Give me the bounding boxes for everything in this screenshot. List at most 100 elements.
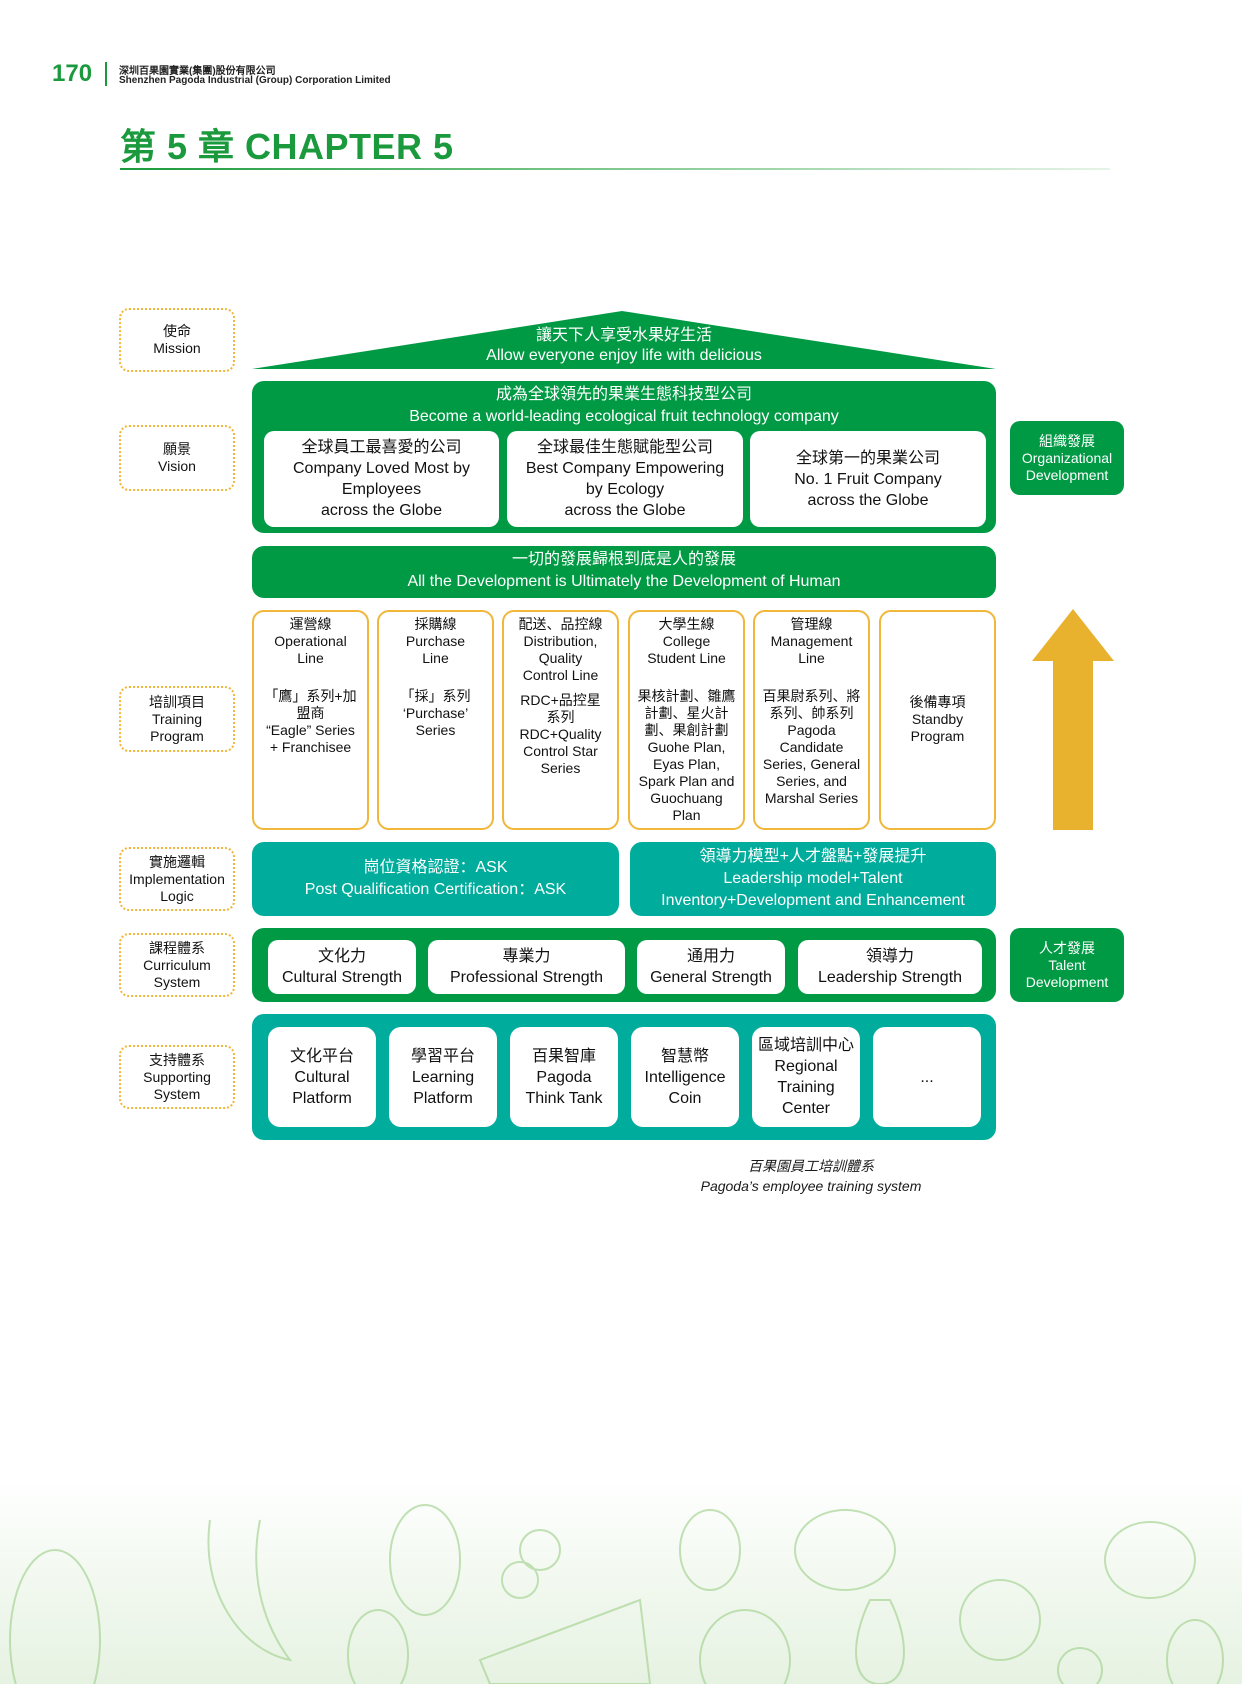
implementation-left-en: Post Qualification Certification：ASK — [304, 881, 567, 898]
program-detail: 「採」系列‘Purchase’Series — [379, 688, 492, 739]
caption-en-text: Pagoda’s employee training system — [700, 1178, 922, 1194]
program-detail-text: Pagoda — [787, 722, 836, 738]
supporting-card-en2: Platform — [292, 1089, 352, 1107]
curriculum-cn: 通用力 — [686, 948, 735, 965]
tag-org-en1: Organizational — [1021, 449, 1113, 466]
lemon-icon — [389, 1504, 461, 1616]
label-implementation-cn: 實施邏輯 — [149, 853, 205, 870]
plum-icon — [959, 1579, 1041, 1661]
program-line-text: 大學生線 — [658, 616, 715, 632]
supporting-card-en2: Think Tank — [525, 1089, 603, 1107]
label-mission-cn: 使命 — [163, 323, 191, 339]
fruit-background-decoration — [0, 1480, 1242, 1684]
program-detail-text: Program — [910, 728, 965, 744]
program-detail-text: + Franchisee — [269, 739, 352, 755]
label-implementation-logic: 實施邏輯 Implementation Logic — [119, 847, 235, 911]
mission-en: Allow everyone enjoy life with delicious — [486, 347, 762, 364]
curriculum-cn: 文化力 — [317, 948, 366, 965]
supporting-card-cn: 區域培訓中心 — [757, 1037, 854, 1054]
vision-card-en1: No. 1 Fruit Company — [794, 470, 942, 488]
program-line-text: Management — [770, 633, 853, 649]
curriculum-cn: 領導力 — [865, 948, 914, 965]
up-arrow-icon — [1032, 609, 1114, 830]
vision-card: 全球最佳生態賦能型公司 Best Company Empowering by E… — [507, 431, 743, 527]
label-mission-en: Mission — [153, 340, 201, 356]
strawberry-icon — [679, 1509, 741, 1591]
program-detail-text: “Eagle” Series — [266, 722, 355, 738]
program-line-text: Line — [422, 650, 449, 666]
supporting-card-en2: Coin — [668, 1089, 702, 1107]
vision-card-cn: 全球員工最喜愛的公司 — [301, 439, 462, 456]
program-detail-text: Series, and — [776, 773, 847, 789]
label-supporting-en2: System — [153, 1085, 201, 1102]
banana-icon — [207, 1519, 293, 1662]
supporting-card: ... — [873, 1027, 981, 1127]
curriculum-en: Professional Strength — [450, 969, 603, 986]
program-detail: 「鷹」系列+加盟商“Eagle” Series+ Franchisee — [254, 688, 367, 756]
label-vision: 願景 Vision — [119, 425, 235, 491]
program-line-text: Purchase — [405, 633, 466, 649]
pineapple-icon — [9, 1549, 101, 1684]
label-curriculum-en2: System — [153, 973, 201, 990]
apricot-icon — [1166, 1619, 1224, 1684]
curriculum-en: General Strength — [650, 969, 772, 986]
curriculum-card: 領導力 Leadership Strength — [798, 940, 982, 994]
program-detail-text: Control Star — [523, 743, 598, 759]
supporting-card-cn: 智慧幣 — [660, 1047, 709, 1065]
supporting-card-en2: Training — [777, 1079, 835, 1096]
human-development-banner: 一切的發展歸根到底是人的發展 All the Development is Ul… — [252, 546, 996, 598]
curriculum-en: Cultural Strength — [281, 969, 403, 986]
program-line-text: College — [662, 633, 711, 649]
supporting-card-en2: Platform — [413, 1089, 473, 1107]
label-training-en2: Program — [150, 727, 204, 744]
program-line-text: 採購線 — [414, 616, 457, 632]
tag-talent-development: 人才發展 Talent Development — [1010, 928, 1124, 1002]
program-detail-text: Candidate — [779, 739, 844, 755]
label-training-program: 培訓項目 Training Program — [119, 686, 235, 752]
program-line-text: 運營線 — [289, 616, 332, 632]
figure-caption-en: Pagoda’s employee training system — [0, 1178, 1242, 1194]
vision-card-en2: Employees — [341, 481, 422, 498]
label-training-cn: 培訓項目 — [149, 693, 205, 710]
supporting-card-en1: Pagoda — [536, 1068, 592, 1086]
program-detail-text: Standby — [911, 711, 964, 727]
program-line-text: Operational — [274, 633, 347, 649]
program-line-text: 配送、品控線 — [518, 616, 603, 632]
supporting-card-en1: Intelligence — [644, 1068, 726, 1086]
program-detail-text: 盟商 — [296, 705, 325, 721]
program-detail-text: Series — [540, 760, 581, 776]
label-curriculum-system: 課程體系 Curriculum System — [119, 933, 235, 997]
supporting-card-en3: Center — [781, 1100, 831, 1117]
implementation-right-cn: 領導力模型+人才盤點+發展提升 — [699, 848, 927, 865]
supporting-card-en1: Cultural — [294, 1068, 350, 1086]
citrus-icon — [794, 1509, 896, 1591]
human-dev-cn: 一切的發展歸根到底是人的發展 — [511, 551, 736, 568]
human-dev-en: All the Development is Ultimately the De… — [407, 573, 841, 590]
implementation-right-en1: Leadership model+Talent — [723, 870, 903, 887]
program-line-text: Line — [798, 650, 825, 666]
cherry-icon — [1057, 1647, 1103, 1684]
label-mission: 使命 Mission — [119, 308, 235, 372]
mission-cn: 讓天下人享受水果好生活 — [535, 327, 712, 344]
label-implementation-en1: Implementation — [129, 870, 225, 887]
program-detail-text: 「鷹」系列+加 — [264, 688, 357, 704]
kiwi-icon — [1104, 1521, 1196, 1599]
supporting-block — [252, 1014, 996, 1140]
program-detail-text: 百果尉系列、將 — [762, 688, 861, 704]
implementation-ask-block: 崗位資格認證：ASK Post Qualification Certificat… — [252, 842, 619, 916]
label-curriculum-cn: 課程體系 — [149, 939, 205, 956]
program-detail-text: Marshal Series — [764, 790, 859, 806]
supporting-card-en1: Learning — [411, 1068, 475, 1086]
program-detail-text: RDC+Quality — [519, 726, 602, 742]
tag-talent-en1: Talent — [1048, 956, 1086, 973]
vision-card-en3: across the Globe — [321, 502, 442, 519]
vision-card-en3: across the Globe — [564, 502, 686, 519]
vision-card-en1: Company Loved Most by — [293, 460, 470, 477]
label-vision-en: Vision — [158, 458, 196, 474]
vision-card-en2: by Ecology — [585, 481, 665, 498]
